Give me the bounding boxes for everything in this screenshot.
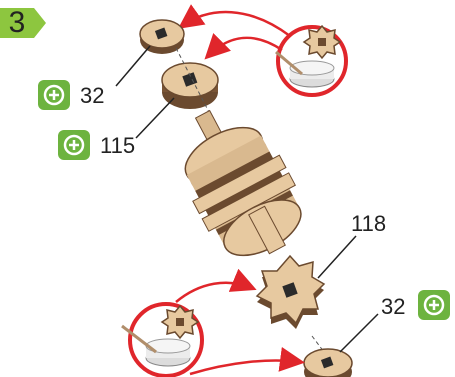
glue-bottle-top xyxy=(275,24,348,97)
washer-part-bottom xyxy=(303,335,353,377)
part-label-32-bottom: 32 xyxy=(381,294,406,319)
part-label-118: 118 xyxy=(351,211,387,236)
leader-line xyxy=(317,235,357,279)
arrow-icon xyxy=(204,33,283,60)
step-number: 3 xyxy=(8,6,26,39)
step-badge xyxy=(0,8,46,38)
add-part-icon xyxy=(418,290,450,320)
arrow-icon xyxy=(189,346,305,376)
leader-line xyxy=(115,45,151,87)
arrow-icon xyxy=(175,268,257,303)
glue-bottle-bottom xyxy=(121,302,204,377)
washer-part-top xyxy=(139,19,185,54)
part-label-32-top: 32 xyxy=(80,83,105,108)
arrow-icon xyxy=(177,4,291,38)
washer-part-second xyxy=(161,62,219,109)
axle-end xyxy=(248,205,286,255)
axle-dashed xyxy=(175,47,213,119)
add-part-icon xyxy=(38,80,70,110)
part-label-115: 115 xyxy=(100,133,136,158)
gear-stack-assembly xyxy=(184,126,302,257)
add-part-icon xyxy=(58,130,90,160)
leader-line xyxy=(339,313,379,353)
leader-line xyxy=(135,97,175,139)
gear-part-118 xyxy=(255,254,326,329)
